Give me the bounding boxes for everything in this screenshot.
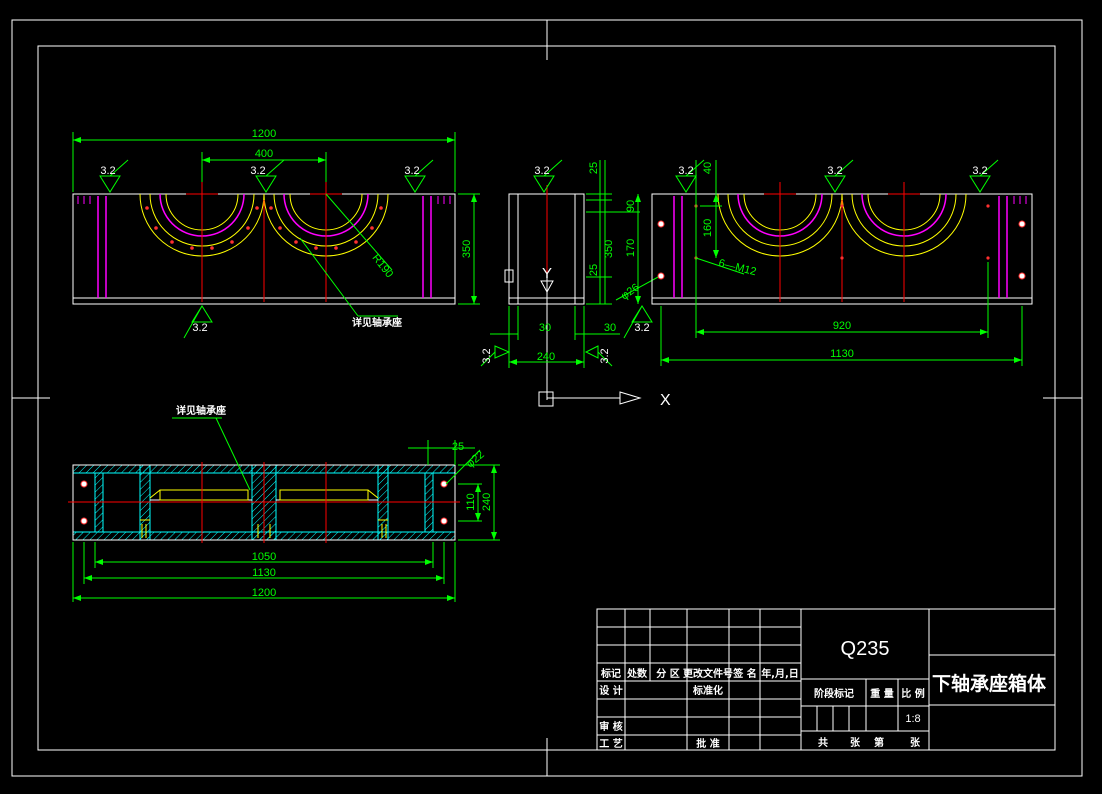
sheets-label-2: 张: [910, 736, 921, 749]
hdr-change-doc: 更改文件号: [683, 667, 733, 680]
top-callout: 详见轴承座: [176, 404, 226, 417]
sheets-label-1: 张: [850, 736, 861, 749]
hdr-mark: 标记: [600, 667, 621, 680]
ratio-label: 比 例: [901, 687, 924, 700]
weight-label: 重 量: [870, 687, 893, 700]
review-label: 审 核: [599, 720, 622, 733]
hdr-zone: 分 区: [656, 667, 679, 680]
roughness-3: 3.2: [404, 165, 419, 177]
side-dim-240: 240: [537, 351, 555, 363]
top-dim-1200: 1200: [252, 587, 276, 599]
roughness-4: 3.2: [192, 322, 207, 334]
rv-dim-40: 40: [702, 162, 714, 174]
side-dim-350: 350: [603, 240, 615, 258]
sheet-border: [11, 19, 1083, 777]
scale-value: 1:8: [905, 713, 920, 725]
sheet-no-label: 第: [874, 736, 884, 749]
design-label: 设 计: [599, 684, 622, 697]
hdr-sign: 签 名: [732, 667, 756, 680]
top-dim-1130: 1130: [252, 567, 276, 579]
axis-y-label: Y: [542, 265, 552, 282]
side-roughness-top: 3.2: [534, 165, 549, 177]
top-dim-110: 110: [465, 493, 477, 511]
side-dim-25-top: 25: [588, 162, 600, 174]
stage-label: 阶段标记: [814, 687, 854, 700]
material-label: Q235: [841, 638, 890, 660]
side-dim-90: 90: [625, 200, 637, 212]
hdr-count: 处数: [626, 667, 648, 680]
side-roughness-right: 3.2: [599, 348, 611, 363]
rv-roughness-4: 3.2: [634, 322, 649, 334]
dim-350: 350: [461, 240, 473, 258]
side-view: Y X 3.2 25 90 170 350 25 240 30: [480, 159, 671, 409]
side-dim-30-left: 30: [539, 322, 551, 334]
title-block: Q235 下轴承座箱体 标记 处数 分 区 更改文件号 签 名 年,月,日 设 …: [596, 608, 1056, 751]
standardize-label: 标准化: [692, 684, 723, 697]
axis-x-label: X: [660, 392, 671, 409]
dim-1200: 1200: [252, 128, 276, 140]
dim-400: 400: [255, 148, 273, 160]
roughness-1: 3.2: [100, 165, 115, 177]
front-view: 1200 400 350 R190 3.2 3.2 3.2 3.2 详见轴承座: [72, 128, 480, 339]
right-view: 3.2 3.2 3.2 3.2 40 160 6—M12 920 1130: [634, 159, 1033, 366]
top-dim-240: 240: [481, 493, 493, 511]
rv-dim-160: 160: [702, 219, 714, 237]
front-callout: 详见轴承座: [352, 316, 402, 329]
top-dim-1050: 1050: [252, 551, 276, 563]
rv-roughness-1: 3.2: [678, 165, 693, 177]
roughness-2: 3.2: [250, 165, 265, 177]
side-dim-30-right: 30: [604, 322, 616, 334]
drawing-title: 下轴承座箱体: [932, 672, 1047, 695]
top-dim-25: 25: [452, 441, 464, 453]
side-dim-25-lower: 25: [588, 264, 600, 276]
rv-roughness-2: 3.2: [827, 165, 842, 177]
rv-roughness-3: 3.2: [972, 165, 987, 177]
rv-dim-920: 920: [833, 320, 851, 332]
rv-dim-1130: 1130: [830, 348, 854, 360]
approve-label: 批 准: [696, 737, 719, 750]
side-dim-170: 170: [625, 239, 637, 257]
side-roughness-left: 3.2: [481, 348, 493, 363]
process-label: 工 艺: [599, 737, 622, 750]
hdr-date: 年,月,日: [761, 667, 799, 680]
sheets-total-label: 共: [818, 736, 828, 749]
